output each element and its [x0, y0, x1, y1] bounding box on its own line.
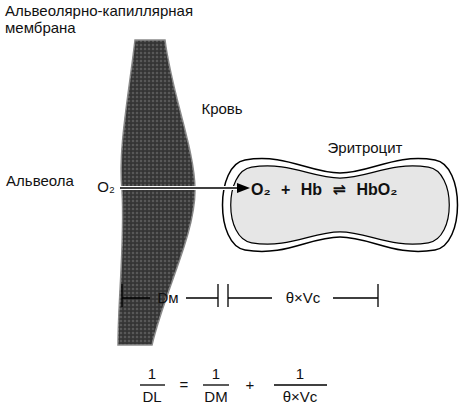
erythrocyte-cell-shape — [223, 159, 458, 252]
dimension-bracket — [122, 284, 378, 307]
oxygen-arrow — [120, 187, 240, 189]
cell-bracket — [228, 284, 378, 307]
dimension-label: Dм — [157, 289, 178, 306]
formula-sign: = — [180, 376, 189, 393]
gas-label: O₂ — [97, 178, 115, 195]
formula-term: DL — [142, 388, 161, 405]
fraction-bar — [203, 384, 229, 385]
formula-term: 1 — [148, 365, 156, 382]
dimension-label: θ×Vc — [286, 289, 321, 306]
reaction-text: O₂ + Hb ⇌ HbO₂ — [251, 181, 463, 199]
membrane-band-shape — [118, 40, 195, 345]
arrow-halo — [120, 186, 240, 190]
membrane-bracket — [122, 284, 218, 307]
cell-inner-outline — [231, 166, 450, 244]
fraction-bars — [140, 384, 327, 385]
region-label: Кровь — [201, 100, 242, 117]
formula-sign: + — [246, 376, 255, 393]
formula-term: DM — [204, 388, 227, 405]
fraction-bar — [140, 384, 165, 385]
membrane-stipple — [118, 40, 195, 345]
region-label: Альвеола — [6, 172, 74, 189]
formula-term: θ×Vc — [283, 388, 318, 405]
membrane-heading: Альвеолярно-капиллярная мембрана — [5, 2, 205, 37]
cell-heading: Эритроцит — [275, 139, 455, 156]
erythrocyte-cell: Эритроцит O₂ + Hb ⇌ HbO₂ — [215, 135, 465, 257]
fraction-bar — [274, 384, 327, 385]
formula-term: 1 — [296, 365, 304, 382]
formula-term: 1 — [212, 365, 220, 382]
arrow-head — [237, 183, 250, 193]
